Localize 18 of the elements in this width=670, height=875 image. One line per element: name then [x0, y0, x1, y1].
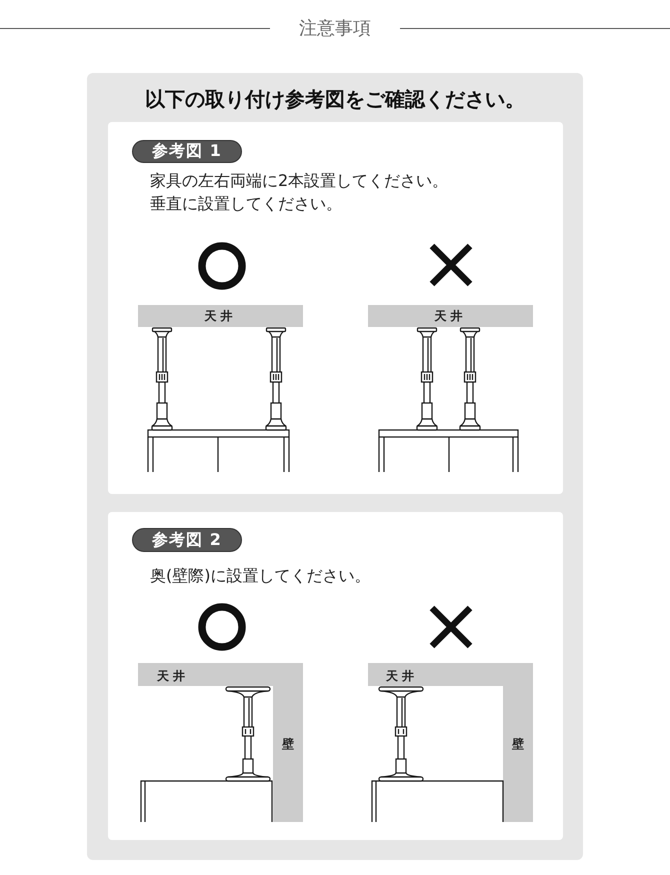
- instruction-text: 家具の左右両端に2本設置してください。: [150, 171, 448, 191]
- ceiling-band: 天井: [368, 305, 533, 327]
- wall-label: 壁: [282, 737, 298, 751]
- instruction-text: 垂直に設置してください。: [150, 194, 342, 214]
- ceiling-wall-shape: [368, 663, 533, 822]
- section-title: 注意事項: [299, 18, 371, 40]
- figure-label-badge: 参考図 1: [132, 140, 242, 163]
- ceiling-label: 天井: [157, 669, 189, 683]
- ceiling-band: 天井: [138, 305, 303, 327]
- figure-card: [108, 512, 563, 840]
- figure-label-badge: 参考図 2: [132, 528, 242, 552]
- wall-label: 壁: [512, 737, 528, 751]
- ceiling-wall-shape: [138, 663, 303, 822]
- notice-panel: [87, 73, 583, 860]
- figure-card: [108, 122, 563, 494]
- instruction-text: 奥(壁際)に設置してください。: [150, 566, 370, 586]
- panel-heading: 以下の取り付け参考図をご確認ください。: [145, 87, 525, 111]
- ceiling-label: 天井: [386, 669, 418, 683]
